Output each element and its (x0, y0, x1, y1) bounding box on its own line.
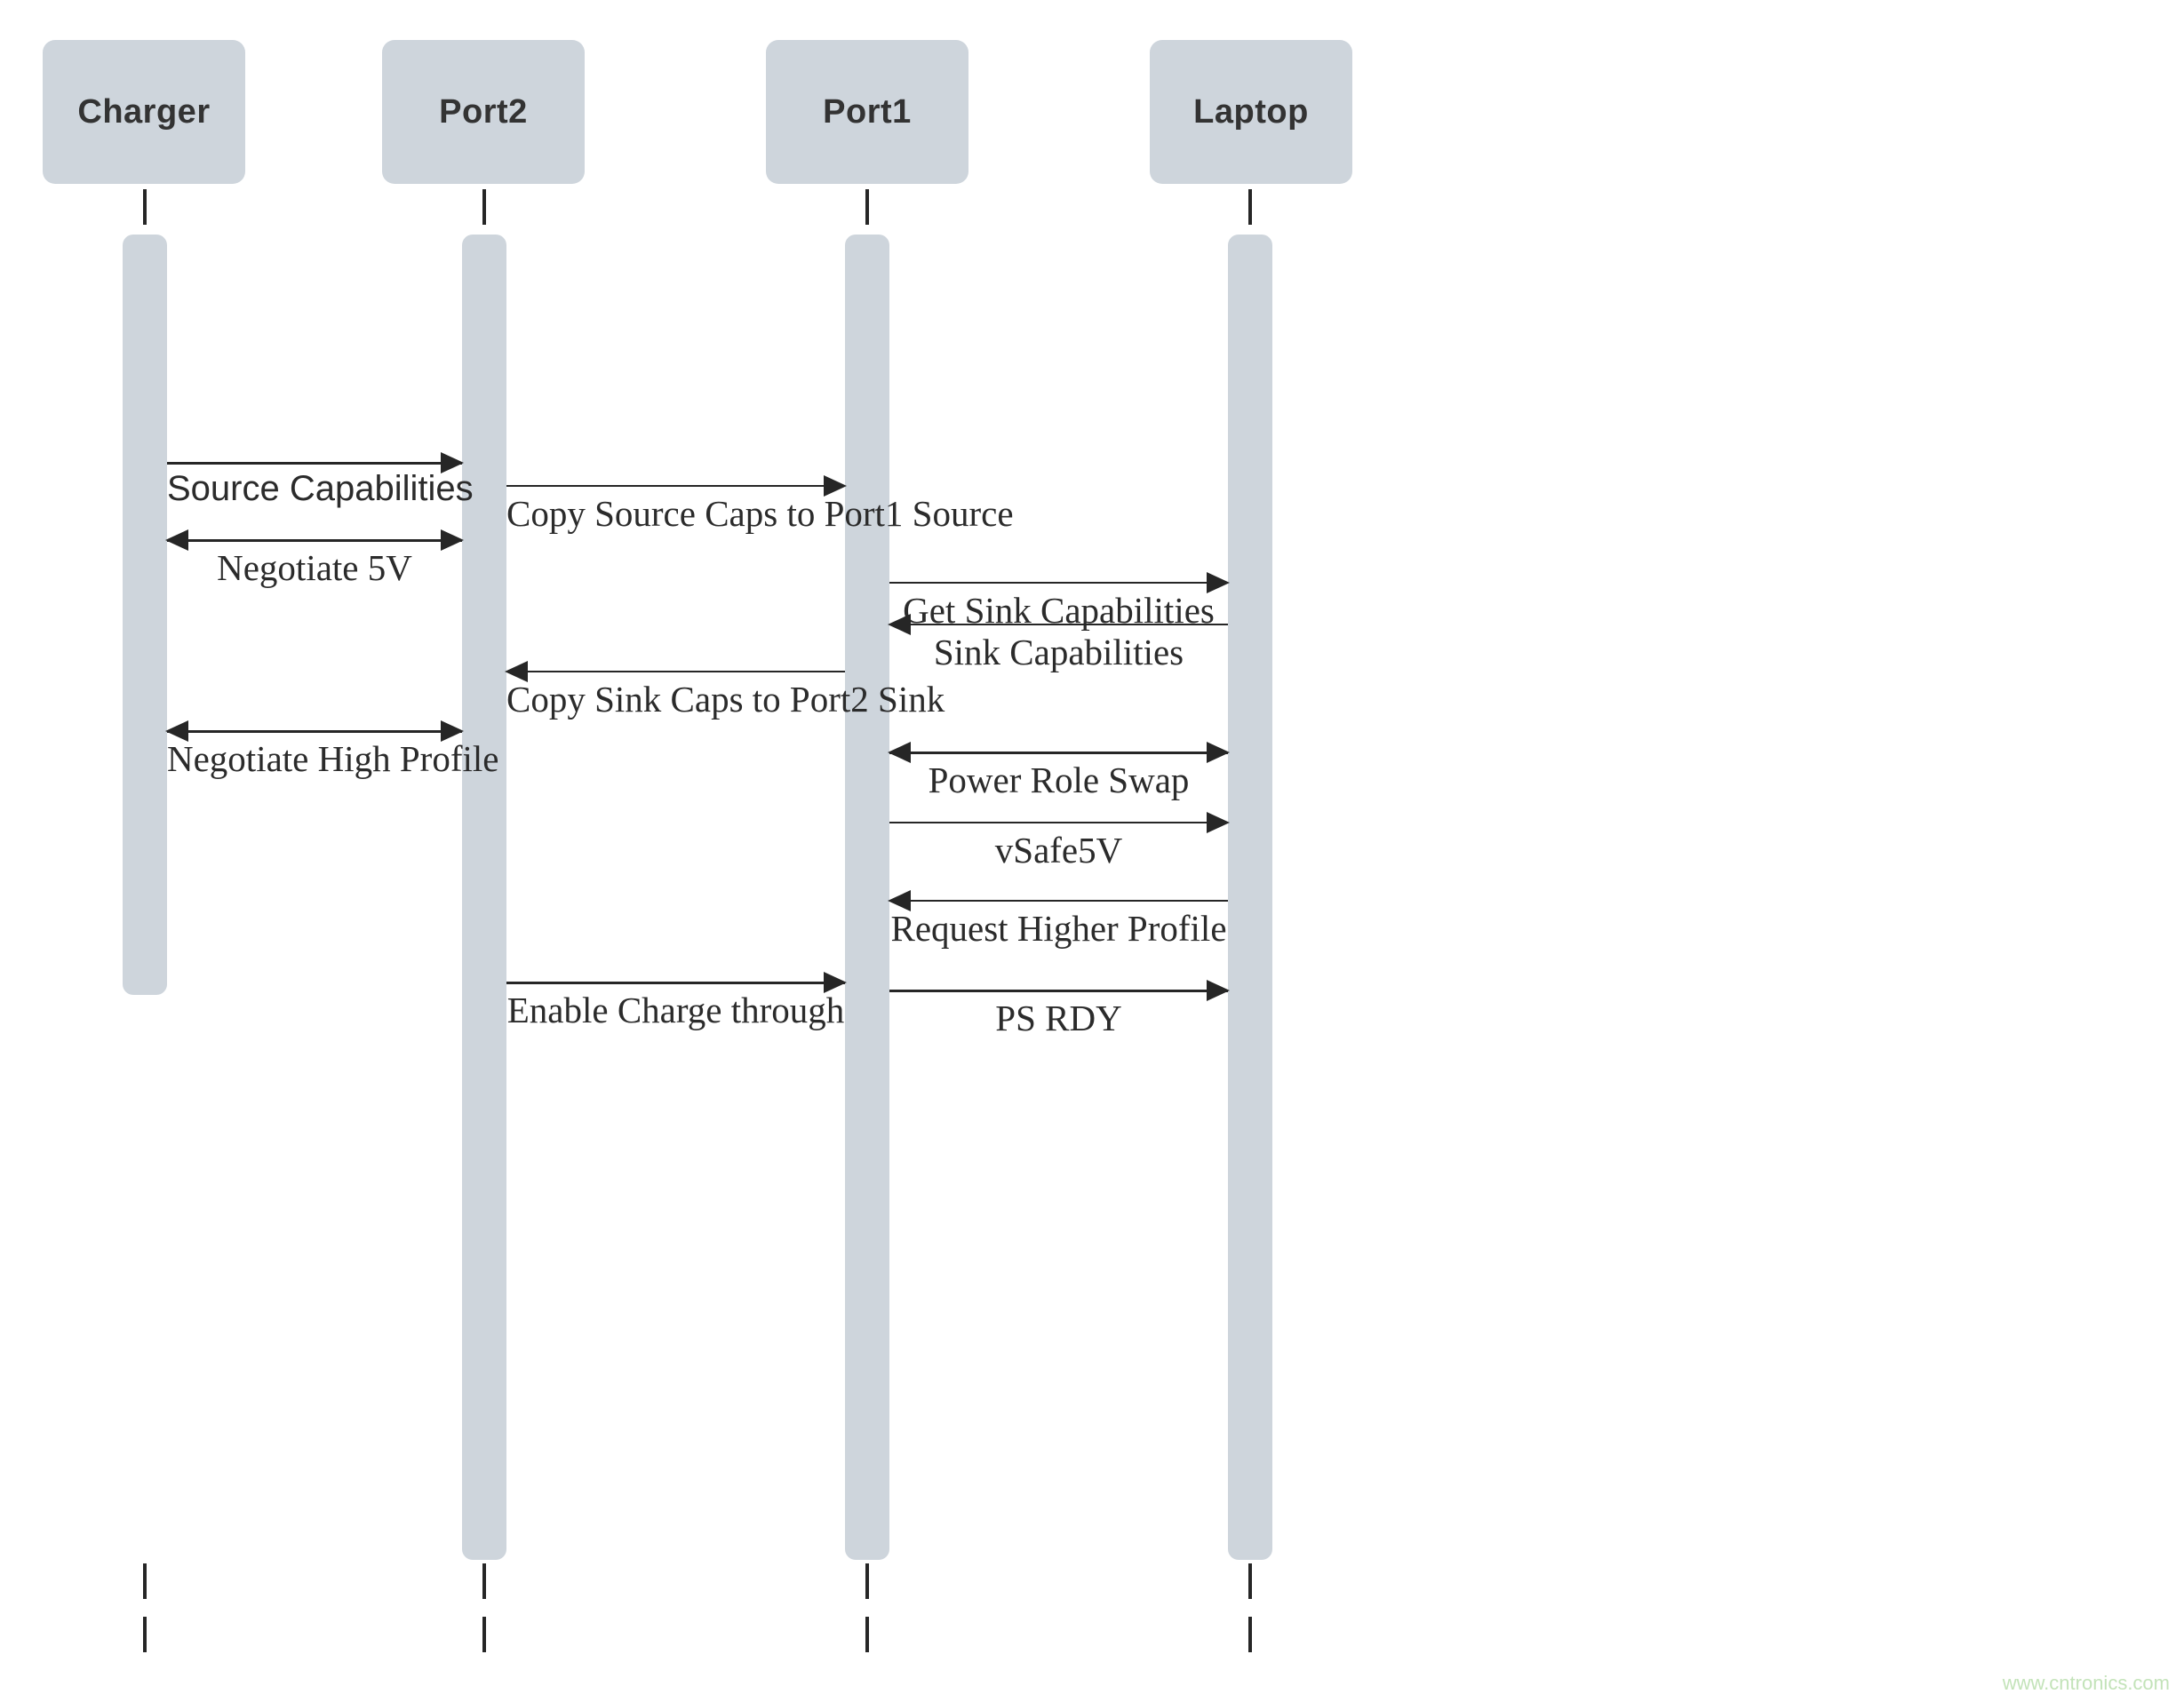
message-line (167, 730, 462, 733)
message-line (889, 900, 1228, 902)
message-line (889, 624, 1228, 625)
arrowhead-right-icon (824, 475, 847, 497)
message-label: PS RDY (995, 998, 1122, 1038)
arrowhead-left-icon (165, 529, 188, 551)
message-label: Negotiate High Profile (167, 738, 499, 779)
arrowhead-right-icon (441, 452, 464, 473)
arrowhead-right-icon (441, 720, 464, 742)
arrowhead-left-icon (888, 614, 911, 635)
participant-label-port2: Port2 (439, 92, 528, 131)
activation-bar-charger (123, 235, 167, 995)
arrowhead-right-icon (1207, 572, 1230, 593)
arrowhead-right-icon (441, 529, 464, 551)
lifeline-charger-top (143, 189, 147, 225)
lifeline-laptop-bottom-2 (1248, 1617, 1252, 1652)
arrowhead-right-icon (1207, 980, 1230, 1001)
message-line (889, 752, 1228, 754)
lifeline-laptop-bottom-1 (1248, 1563, 1252, 1599)
message-line (506, 485, 845, 487)
arrowhead-left-icon (888, 890, 911, 911)
message-label: Enable Charge through (506, 990, 845, 1030)
lifeline-charger-bottom-2 (143, 1617, 147, 1652)
message-line (889, 582, 1228, 584)
message-label: Copy Source Caps to Port1 Source (506, 493, 1014, 534)
arrowhead-right-icon (824, 972, 847, 993)
message-line (167, 539, 462, 542)
message-label: Negotiate 5V (217, 547, 412, 588)
lifeline-port2-bottom-1 (482, 1563, 486, 1599)
lifeline-port2-bottom-2 (482, 1617, 486, 1652)
message-label: Sink Capabilities (933, 632, 1184, 672)
arrowhead-left-icon (888, 742, 911, 763)
message-label: Power Role Swap (928, 760, 1190, 800)
participant-box-port1[interactable]: Port1 (766, 40, 968, 184)
participant-box-laptop[interactable]: Laptop (1150, 40, 1352, 184)
message-line (889, 990, 1228, 992)
participant-box-port2[interactable]: Port2 (382, 40, 585, 184)
lifeline-charger-bottom-1 (143, 1563, 147, 1599)
message-label: Copy Sink Caps to Port2 Sink (506, 679, 945, 720)
message-label: vSafe5V (994, 830, 1123, 871)
arrowhead-left-icon (505, 661, 528, 682)
participant-label-port1: Port1 (823, 92, 912, 131)
lifeline-port1-top (865, 189, 869, 225)
lifeline-laptop-top (1248, 189, 1252, 225)
arrowhead-left-icon (165, 720, 188, 742)
message-line (889, 822, 1228, 823)
arrowhead-right-icon (1207, 812, 1230, 833)
activation-bar-port1 (845, 235, 889, 1560)
activation-bar-laptop (1228, 235, 1272, 1560)
message-line (506, 982, 845, 984)
participant-label-charger: Charger (77, 92, 211, 131)
participant-label-laptop: Laptop (1193, 92, 1309, 131)
arrowhead-right-icon (1207, 742, 1230, 763)
lifeline-port1-bottom-2 (865, 1617, 869, 1652)
activation-bar-port2 (462, 235, 506, 1560)
message-line (167, 462, 462, 465)
site-watermark: www.cntronics.com (2002, 1672, 2170, 1694)
lifeline-port2-top (482, 189, 486, 225)
message-line (506, 671, 845, 672)
message-label: Source Capabilities (167, 469, 474, 508)
lifeline-port1-bottom-1 (865, 1563, 869, 1599)
message-label: Request Higher Profile (890, 908, 1227, 949)
participant-box-charger[interactable]: Charger (43, 40, 245, 184)
